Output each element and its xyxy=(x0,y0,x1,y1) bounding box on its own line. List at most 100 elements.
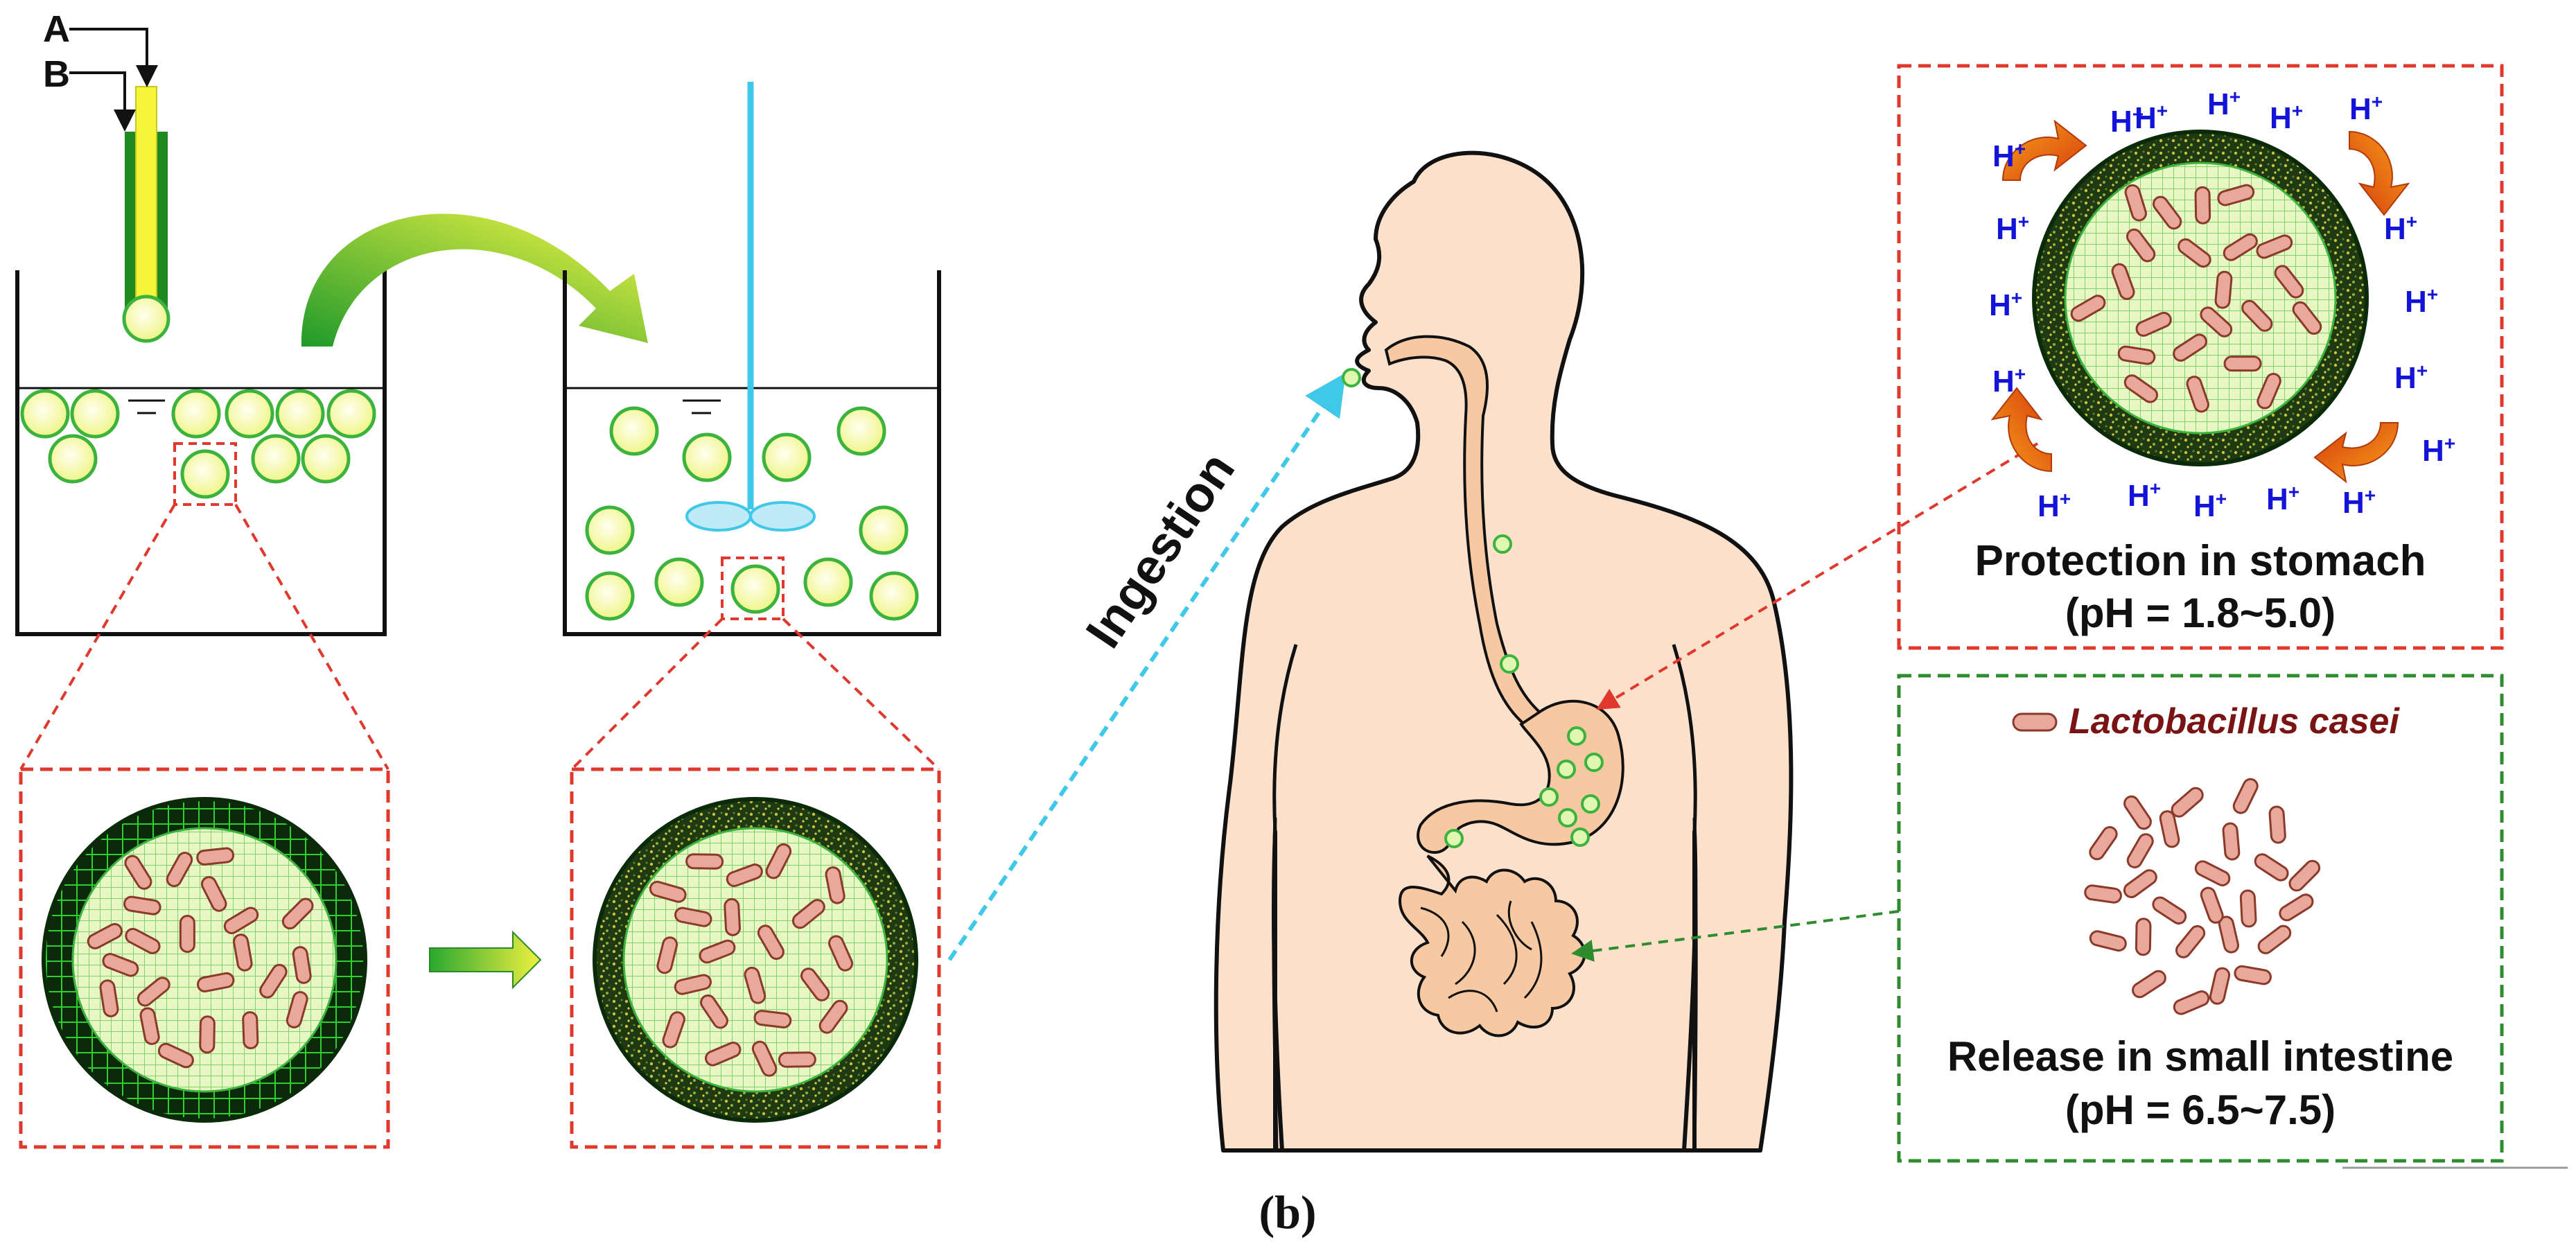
capsule-uncoated xyxy=(42,797,367,1123)
bacterium xyxy=(87,922,123,949)
bacterium xyxy=(259,963,288,999)
zoom-box-1 xyxy=(173,442,237,506)
bead xyxy=(803,557,853,607)
bacterium xyxy=(662,1011,685,1049)
zoom-box-2 xyxy=(721,557,785,620)
bead xyxy=(682,432,732,482)
proton-label: H+ xyxy=(2342,484,2376,520)
bacterium xyxy=(2200,886,2224,924)
bacterium xyxy=(699,939,736,964)
bacterium xyxy=(800,967,830,1001)
bacterium xyxy=(2070,295,2106,322)
bacterium xyxy=(123,895,161,915)
proton-label: H+ xyxy=(2193,488,2227,523)
capsule-coated xyxy=(593,797,918,1123)
bead xyxy=(1342,368,1361,387)
bacterium xyxy=(2178,238,2211,268)
proton-label: H+ xyxy=(1992,363,2026,398)
bacterium xyxy=(828,935,854,972)
bacterium xyxy=(2089,930,2127,952)
proton-label: H+ xyxy=(2405,283,2438,319)
panel-uncoated-capsule xyxy=(19,767,390,1149)
bacterium xyxy=(649,880,687,903)
beads-group xyxy=(585,406,919,621)
proton-labels: H+H+H+H+H+H+H+H+H+H+H+H+H+H+H+H+H+H+ xyxy=(1989,86,2455,523)
bacterium xyxy=(2256,234,2293,259)
bacterium xyxy=(2126,228,2156,263)
bacterium xyxy=(2123,374,2158,403)
bacterium xyxy=(286,991,308,1028)
bacterium xyxy=(2254,853,2289,882)
bacterium xyxy=(223,906,259,934)
bacterium xyxy=(2132,970,2166,999)
bead xyxy=(1558,808,1577,827)
bacterium xyxy=(2135,918,2152,956)
bead xyxy=(730,564,780,614)
bacterium xyxy=(791,899,825,929)
beads-group xyxy=(20,389,376,499)
bead xyxy=(1557,760,1576,779)
coating-arrow xyxy=(429,930,542,990)
bacterium xyxy=(196,847,235,866)
bacterium xyxy=(166,852,193,888)
bacterium xyxy=(2186,376,2209,413)
bead xyxy=(869,571,919,621)
bead xyxy=(585,571,635,621)
beaker-coating xyxy=(563,82,941,636)
bead xyxy=(654,557,704,607)
bacterium xyxy=(2173,333,2207,362)
stomach-pointer xyxy=(1596,442,2039,710)
bacterium xyxy=(2200,306,2233,338)
bacterium xyxy=(2288,859,2321,892)
bacterium xyxy=(2217,184,2255,207)
bacterium xyxy=(200,876,227,912)
proton-label: H+ xyxy=(2207,86,2241,121)
bead xyxy=(171,389,221,439)
bead xyxy=(609,406,659,456)
bacterium xyxy=(700,994,728,1029)
bacterium xyxy=(2223,233,2258,261)
stomach-ph: (pH = 1.8~5.0) xyxy=(2065,590,2336,636)
proton-label: H+ xyxy=(2422,432,2455,468)
bacterium xyxy=(2159,810,2180,848)
bacterium xyxy=(2126,833,2154,868)
bead xyxy=(225,389,274,439)
bacterium xyxy=(724,897,741,936)
intestine-ph: (pH = 6.5~7.5) xyxy=(2065,1087,2336,1133)
bacterium xyxy=(102,953,139,977)
bacterium xyxy=(2123,869,2157,899)
bacterium xyxy=(726,864,763,888)
legend: Lactobacillus casei xyxy=(2012,701,2400,742)
stirrer-blade-right xyxy=(749,501,816,532)
bead xyxy=(859,505,909,555)
bacterium xyxy=(2152,896,2187,925)
acid-attack-arrows xyxy=(1990,119,2410,484)
bacterium xyxy=(2223,356,2262,372)
bead xyxy=(1567,726,1586,746)
intestine-title: Release in small intestine xyxy=(1947,1033,2453,1080)
bacterium xyxy=(2152,195,2182,230)
acid-arrow xyxy=(2001,119,2087,181)
bacterium xyxy=(2214,270,2233,309)
bacterium xyxy=(281,897,314,930)
bacterium xyxy=(197,972,235,992)
proton-label: H+ xyxy=(1992,138,2026,173)
ingestion-label: Ingestion xyxy=(1076,443,1245,658)
bacterium xyxy=(757,925,785,961)
bead xyxy=(762,432,812,482)
extrusion-setup: A B xyxy=(15,8,941,1149)
panel-stomach-protection xyxy=(1897,64,2504,650)
acid-arrow xyxy=(1990,387,2052,473)
bacterium xyxy=(242,1011,259,1050)
bacterium xyxy=(685,853,724,870)
bacterium xyxy=(778,1051,816,1068)
proton-label: H+ xyxy=(2384,211,2417,246)
bead xyxy=(251,434,301,484)
bacterium xyxy=(2171,787,2204,818)
bacterium xyxy=(2218,915,2240,954)
bacterium xyxy=(157,1042,194,1069)
bacterium xyxy=(2175,925,2206,958)
human-body xyxy=(1213,150,1794,1153)
bacterium xyxy=(124,855,152,890)
